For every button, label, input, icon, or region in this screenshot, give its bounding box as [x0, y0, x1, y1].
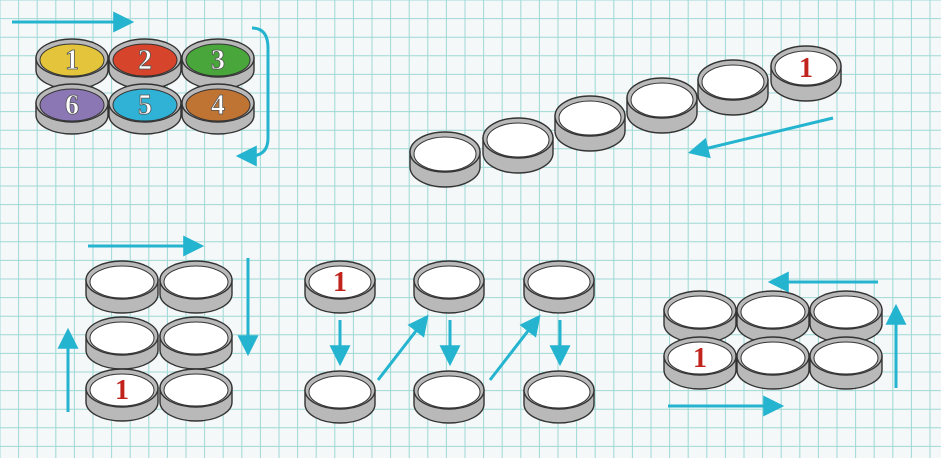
- numbered-cups-group: 1 2 3 6 5 4: [12, 11, 270, 167]
- arrow-curve-down: [235, 26, 270, 167]
- arrow-up-right: [488, 314, 541, 381]
- cup: 5: [108, 83, 182, 135]
- cup-inner: [813, 341, 879, 375]
- cup-number: 4: [211, 90, 225, 121]
- cup: [554, 95, 626, 152]
- cup: [409, 131, 481, 188]
- cup-inner: [185, 88, 251, 122]
- cup: [159, 316, 233, 370]
- cup-inner: [701, 64, 765, 100]
- cup: 1: [304, 260, 376, 314]
- cup-inner: [417, 265, 481, 299]
- arrow-diagonal-left: [687, 116, 834, 159]
- cup-inner: [630, 82, 694, 118]
- cup-inner: [774, 50, 838, 86]
- cup-number: 6: [65, 90, 79, 121]
- cup: 1: [663, 336, 737, 390]
- cup-inner: [486, 122, 550, 158]
- cup: 4: [181, 83, 255, 135]
- cup-inner: [112, 43, 178, 77]
- cup-inner: [527, 265, 591, 299]
- cup: 1: [770, 45, 842, 102]
- cup-number: 1: [799, 53, 813, 84]
- cup-inner: [163, 321, 229, 355]
- cup: [523, 260, 595, 314]
- cup: [697, 59, 769, 116]
- cup: [523, 370, 595, 424]
- cup: [663, 290, 737, 344]
- cup-inner: [667, 295, 733, 329]
- cup: [85, 316, 159, 370]
- cup: [736, 336, 810, 390]
- cup: 1: [35, 38, 109, 90]
- cup-inner: [89, 373, 155, 407]
- cup-inner: [667, 341, 733, 375]
- cup-inner: [39, 88, 105, 122]
- cup: [809, 336, 883, 390]
- cup-number: 2: [138, 45, 152, 76]
- cup-inner: [185, 43, 251, 77]
- cup: 1: [85, 368, 159, 422]
- cup: [413, 370, 485, 424]
- cup: 2: [108, 38, 182, 90]
- cup: [482, 117, 554, 174]
- cup-number: 1: [333, 267, 347, 298]
- zigzag-cups-group: 1: [304, 260, 595, 424]
- cup: [809, 290, 883, 344]
- cup-inner: [740, 341, 806, 375]
- right-cups-group: 1: [663, 271, 907, 417]
- cup-inner: [39, 43, 105, 77]
- cup-inner: [163, 373, 229, 407]
- cup-inner: [527, 375, 591, 409]
- cup: [304, 370, 376, 424]
- cup-number: 1: [115, 375, 129, 406]
- cup-inner: [163, 265, 229, 299]
- diagonal-cups-group: 1: [409, 45, 842, 188]
- arrow-up-right: [376, 314, 429, 381]
- cup-inner: [413, 136, 477, 172]
- cup: [85, 260, 159, 314]
- cup: [159, 368, 233, 422]
- cup-inner: [308, 265, 372, 299]
- cup-number: 1: [65, 45, 79, 76]
- cup: [736, 290, 810, 344]
- cup-inner: [558, 100, 622, 136]
- cup-number: 5: [138, 90, 152, 121]
- cup-inner: [89, 265, 155, 299]
- cup-number: 1: [693, 343, 707, 374]
- cup: 6: [35, 83, 109, 135]
- cup-inner: [308, 375, 372, 409]
- cup-inner: [740, 295, 806, 329]
- cup: 3: [181, 38, 255, 90]
- cup: [626, 77, 698, 134]
- cup-inner: [417, 375, 481, 409]
- cup-number: 3: [211, 45, 225, 76]
- cup: [159, 260, 233, 314]
- cup-inner: [89, 321, 155, 355]
- cup-inner: [112, 88, 178, 122]
- cup: [413, 260, 485, 314]
- cup-inner: [813, 295, 879, 329]
- block-cups-group: 1: [57, 235, 259, 422]
